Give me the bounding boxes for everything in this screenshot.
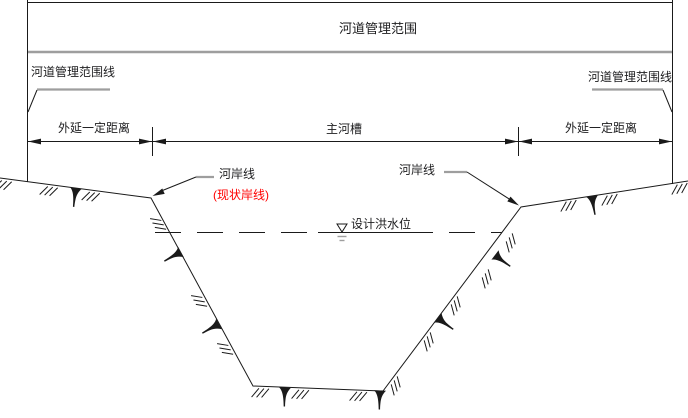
soil-hatch-ticks (81, 190, 101, 203)
soil-hatch-ticks (349, 391, 368, 402)
water-level-icon (336, 223, 348, 242)
soil-hatch-ticks (149, 213, 167, 235)
right-boundary-label: 河道管理范围线 (588, 70, 673, 84)
soil-hatch-ticks (599, 193, 620, 207)
dim-arrow (505, 138, 518, 145)
soil-hatch-flag (434, 313, 457, 335)
soil-hatch-ticks (558, 199, 579, 213)
dim-arrow (139, 138, 152, 145)
management-range-box (27, 0, 673, 184)
soil-hatch-ticks (251, 387, 270, 399)
soil-hatch-ticks (477, 268, 496, 289)
left-bankline-current-note: (现状岸线) (213, 188, 269, 202)
soil-hatch-ticks (501, 232, 520, 253)
dim-arrow (659, 138, 672, 145)
soil-hatch-flag (67, 187, 82, 208)
soil-hatch-ticks (216, 338, 234, 360)
soil-hatch-flag (161, 246, 184, 267)
left-boundary-label: 河道管理范围线 (31, 65, 116, 79)
soil-hatch-ticks (291, 389, 310, 400)
soil-hatch-ticks (0, 179, 13, 192)
dim-arrow (519, 138, 532, 145)
right-boundary-leader (592, 88, 673, 113)
soil-hatch-ticks (190, 290, 208, 312)
diagram-title: 河道管理范围 (338, 21, 418, 36)
soil-hatch-flag (278, 387, 291, 407)
leader-arrow (152, 188, 165, 196)
soil-hatch-flag (373, 390, 386, 410)
soil-hatch-ticks (446, 295, 465, 316)
dim-label-main-channel: 主河槽 (325, 122, 363, 136)
dim-arrow (28, 138, 41, 145)
dim-label-left-extension: 外延一定距离 (57, 121, 131, 135)
right-bankline-label: 河岸线 (399, 163, 436, 177)
leader-arrow (507, 196, 519, 206)
left-bankline-leader (152, 175, 214, 196)
left-bankline-label: 河岸线 (219, 167, 256, 181)
soil-hatches (0, 179, 688, 410)
soil-hatch-ticks (386, 375, 405, 396)
flood-level-label: 设计洪水位 (351, 217, 412, 231)
left-boundary-leader (27, 88, 110, 113)
soil-hatch-flag (586, 195, 601, 216)
soil-hatch-flag (491, 250, 514, 272)
dimension-chain (27, 127, 673, 156)
soil-hatch-ticks (669, 182, 688, 196)
soil-hatch-ticks (419, 331, 438, 352)
dim-arrow (153, 138, 166, 145)
right-bankline-leader (444, 170, 519, 206)
dim-label-right-extension: 外延一定距离 (564, 121, 638, 135)
soil-hatch-ticks (39, 185, 59, 198)
channel-ground-profile (0, 177, 688, 392)
